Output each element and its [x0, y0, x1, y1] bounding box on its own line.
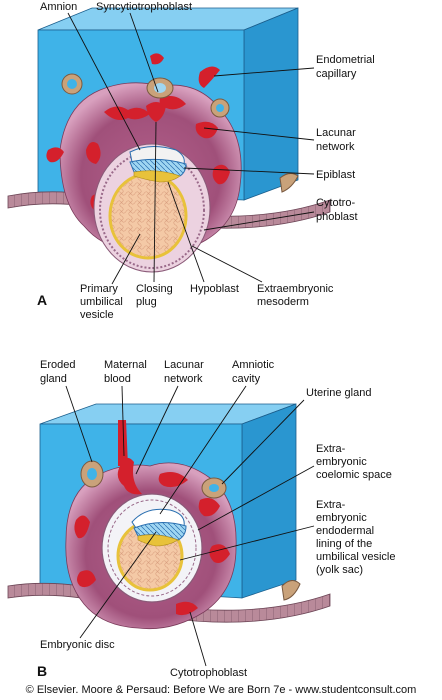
label-uterine-gland-b: Uterine gland [306, 387, 371, 399]
lacuna-a-3 [195, 121, 218, 139]
maternal-blood-b [118, 420, 128, 466]
lacuna-b-3 [198, 498, 220, 517]
hypoblast-a [133, 170, 181, 183]
panel-letter-a: A [37, 292, 47, 308]
uterine-gland-a-4 [279, 172, 299, 193]
label-cytotrophoblast-b: Cytotrophoblast [170, 667, 247, 679]
lacuna-b-5 [77, 570, 96, 588]
leader-lines-b [65, 385, 315, 667]
uterine-gland-a-1 [61, 73, 83, 95]
cytotrophoblast-layer-a [99, 151, 205, 269]
leader-lines-a [67, 12, 315, 285]
closing-plug-a [146, 102, 166, 122]
label-hypoblast-a: Hypoblast [190, 283, 239, 295]
uterine-gland-a-2 [146, 77, 174, 99]
label-epiblast-a: Epiblast [316, 169, 355, 181]
extraembryonic-mesoderm-b [107, 499, 197, 597]
lacuna-a-2 [86, 142, 101, 164]
panel-letter-b: B [37, 663, 47, 679]
endometrial-capillary-a-2 [46, 147, 64, 163]
lacuna-b-7 [176, 601, 198, 616]
label-amnion-a: Amnion [40, 1, 77, 13]
eroded-gland-b [80, 460, 104, 488]
label-syncytiotrophoblast-a: Syncytiotrophoblast [96, 1, 192, 13]
label-embryonic-disc-b: Embryonic disc [40, 639, 115, 651]
copyright-credit: © Elsevier. Moore & Persaud: Before We a… [25, 684, 417, 696]
uterine-gland-b-2 [281, 580, 301, 601]
primary-umbilical-vesicle-a [108, 172, 188, 260]
lacuna-a-1 [104, 106, 150, 120]
endometrial-capillary-a-1 [198, 66, 220, 88]
endometrial-capillary-a-3 [150, 53, 164, 65]
lacuna-b-2 [74, 515, 90, 539]
uterine-gland-b-1 [201, 477, 227, 499]
label-cytotrophoblast-a: Cytotro-phoblast [316, 197, 358, 223]
lacuna-b-1 [117, 457, 142, 495]
uterine-gland-a-3 [210, 98, 230, 118]
lacuna-a-6 [159, 96, 186, 110]
